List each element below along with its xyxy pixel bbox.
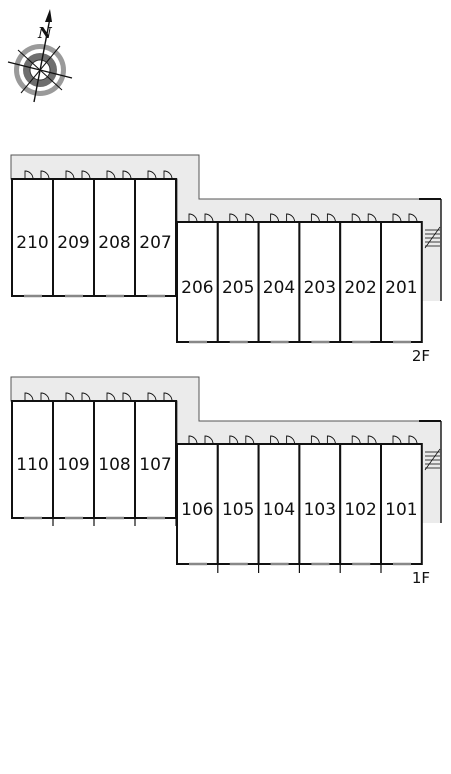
room-202: 202 (339, 213, 383, 344)
compass-rose-icon (7, 9, 73, 103)
door-swing-icon (40, 392, 50, 402)
door-swing-icon (310, 435, 320, 445)
room-number: 203 (304, 278, 336, 298)
door-swing-icon (351, 213, 361, 223)
door-swing-icon (392, 213, 402, 223)
door-swing-icon (122, 170, 132, 180)
door-swing-icon (65, 170, 75, 180)
door-swing-icon (106, 392, 116, 402)
door-swing-icon (24, 392, 34, 402)
floor-label: 1F (412, 569, 430, 587)
door-swing-icon (24, 170, 34, 180)
door-swing-icon (81, 392, 91, 402)
room-number: 105 (222, 500, 254, 520)
room-number: 101 (385, 500, 417, 520)
door-swing-icon (204, 213, 214, 223)
door-swing-icon (351, 435, 361, 445)
compass-north-label: N (37, 24, 53, 42)
room-number: 201 (385, 278, 417, 298)
door-swing-icon (229, 435, 239, 445)
room-number: 209 (57, 233, 89, 253)
room-number: 207 (139, 233, 171, 253)
room-209: 209 (52, 170, 95, 298)
door-swing-icon (310, 213, 320, 223)
door-swing-icon (286, 213, 296, 223)
room-208: 208 (93, 170, 136, 298)
room-number: 110 (16, 455, 48, 475)
door-swing-icon (408, 213, 418, 223)
room-number: 107 (139, 455, 171, 475)
room-number: 104 (263, 500, 295, 520)
door-swing-icon (204, 435, 214, 445)
room-number: 205 (222, 278, 254, 298)
room-number: 102 (344, 500, 376, 520)
staircase (419, 420, 442, 523)
room-number: 202 (344, 278, 376, 298)
room-203: 203 (298, 213, 342, 344)
room-103: 103 (298, 435, 342, 573)
room-number: 106 (181, 500, 213, 520)
room-107: 107 (134, 392, 177, 526)
room-106: 106 (176, 435, 219, 566)
room-206: 206 (176, 213, 219, 344)
room-number: 109 (57, 455, 89, 475)
door-swing-icon (163, 392, 173, 402)
door-swing-icon (81, 170, 91, 180)
room-number: 108 (98, 455, 130, 475)
room-207: 207 (134, 170, 177, 298)
door-swing-icon (229, 213, 239, 223)
floor-1f: 110 109 108 107 106 105 104 103 102 101 1F (10, 376, 442, 587)
door-swing-icon (188, 213, 198, 223)
compass: N (7, 9, 73, 103)
door-swing-icon (286, 435, 296, 445)
room-101: 101 (380, 435, 423, 573)
door-swing-icon (188, 435, 198, 445)
door-swing-icon (122, 392, 132, 402)
floor-2f: 210 209 208 207 206 205 204 203 202 201 2F (10, 154, 442, 365)
room-109: 109 (52, 392, 95, 526)
door-swing-icon (326, 435, 336, 445)
door-swing-icon (270, 435, 280, 445)
room-105: 105 (216, 435, 260, 573)
door-swing-icon (270, 213, 280, 223)
door-swing-icon (163, 170, 173, 180)
room-201: 201 (380, 213, 423, 344)
room-204: 204 (257, 213, 301, 344)
door-swing-icon (65, 392, 75, 402)
room-110: 110 (11, 392, 54, 526)
door-swing-icon (408, 435, 418, 445)
room-205: 205 (216, 213, 260, 344)
door-swing-icon (367, 213, 377, 223)
door-swing-icon (245, 435, 255, 445)
door-swing-icon (367, 435, 377, 445)
room-104: 104 (257, 435, 301, 573)
room-number: 210 (16, 233, 48, 253)
door-swing-icon (147, 392, 157, 402)
room-108: 108 (93, 392, 136, 526)
room-number: 206 (181, 278, 213, 298)
door-swing-icon (245, 213, 255, 223)
staircase (419, 198, 442, 301)
door-swing-icon (106, 170, 116, 180)
door-swing-icon (326, 213, 336, 223)
door-swing-icon (392, 435, 402, 445)
room-number: 204 (263, 278, 295, 298)
door-swing-icon (147, 170, 157, 180)
room-210: 210 (11, 170, 54, 298)
room-102: 102 (339, 435, 383, 573)
door-swing-icon (40, 170, 50, 180)
floor-label: 2F (412, 347, 430, 365)
room-number: 208 (98, 233, 130, 253)
room-number: 103 (304, 500, 336, 520)
